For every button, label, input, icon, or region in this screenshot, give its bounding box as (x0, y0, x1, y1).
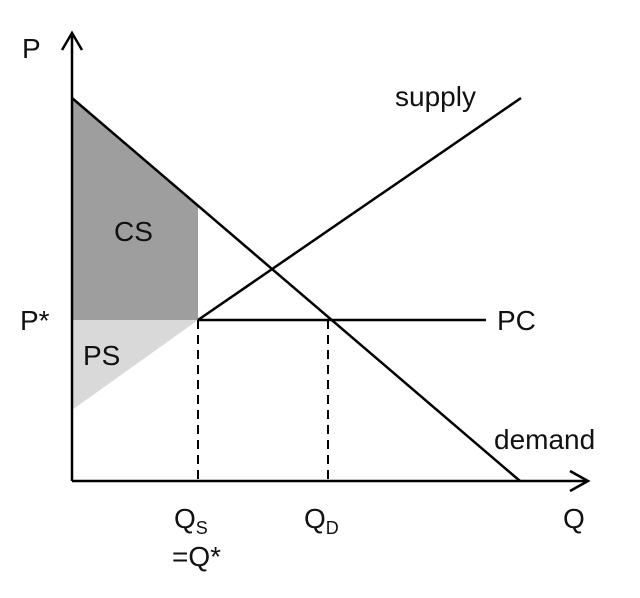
consumer-surplus-area (72, 98, 198, 320)
qs-label-subscript: S (196, 518, 208, 538)
price-label: P* (20, 305, 50, 336)
qs-label-main: Q (174, 503, 196, 534)
supply-label: supply (395, 81, 476, 112)
qs-label: QS (174, 503, 208, 538)
price-control-label: PC (497, 305, 536, 336)
supply-curve (197, 96, 522, 322)
x-axis-arrowhead (569, 469, 591, 493)
cs-label: CS (114, 216, 153, 247)
qs-equals-qstar-label: =Q* (172, 541, 221, 572)
x-axis-label: Q (563, 503, 585, 534)
qd-label-subscript: D (326, 518, 339, 538)
ps-label: PS (83, 340, 120, 371)
qd-label: QD (304, 503, 339, 538)
y-axis-arrowhead (60, 30, 84, 51)
producer-surplus-area (72, 320, 198, 410)
qd-label-main: Q (304, 503, 326, 534)
y-axis-label: P (22, 33, 41, 64)
demand-label: demand (494, 424, 595, 455)
demand-curve (71, 97, 521, 482)
